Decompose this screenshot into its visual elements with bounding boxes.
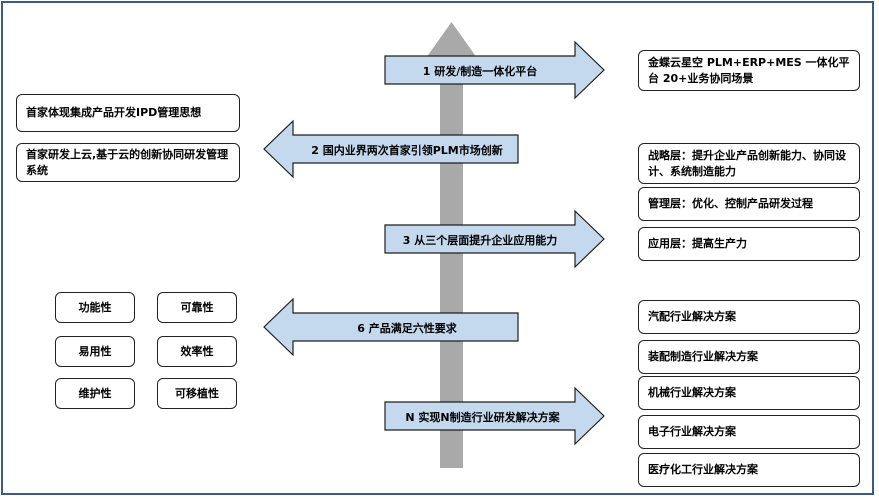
arrow-3-label: 3 从三个层面提升企业应用能力 [402, 234, 558, 247]
left-box-ipd: 首家体现集成产品开发IPD管理思想 [16, 94, 240, 132]
property-usability: 易用性 [55, 336, 135, 367]
arrow-2-shape [263, 119, 519, 179]
industry-assembly-manufacturing: 装配制造行业解决方案 [638, 340, 860, 374]
arrow-n-label: N 实现N制造行业研发解决方案 [405, 411, 560, 424]
arrow-6-shape [263, 297, 519, 357]
industry-medical-chemical: 医疗化工行业解决方案 [638, 453, 860, 487]
property-efficiency: 效率性 [157, 336, 237, 367]
left-box-cloud: 首家研发上云,基于云的创新协同研发管理系统 [16, 143, 240, 182]
right-box-management-level: 管理层：优化、控制产品研发过程 [638, 187, 860, 221]
arrow-2-label: 2 国内业界两次首家引领PLM市场创新 [311, 144, 503, 157]
arrow-6-label: 6 产品满足六性要求 [357, 322, 457, 335]
property-reliability: 可靠性 [157, 292, 237, 323]
arrow-1-label: 1 研发/制造一体化平台 [422, 65, 538, 78]
property-portability: 可移植性 [157, 378, 237, 409]
industry-electronics: 电子行业解决方案 [638, 415, 860, 449]
arrow-1-shape [384, 40, 605, 100]
arrow-3-shape [384, 209, 605, 269]
industry-auto-parts: 汽配行业解决方案 [638, 300, 860, 334]
right-box-application-level: 应用层：提高生产力 [638, 227, 860, 261]
industry-machinery: 机械行业解决方案 [638, 376, 860, 410]
property-functionality: 功能性 [55, 292, 135, 323]
right-box-strategy-level: 战略层：提升企业产品创新能力、协同设计、系统制造能力 [638, 143, 860, 184]
arrow-n-shape [384, 386, 605, 446]
property-maintainability: 维护性 [55, 378, 135, 409]
right-box-platform: 金蝶云星空 PLM+ERP+MES 一体化平台 20+业务协同场景 [638, 50, 860, 91]
